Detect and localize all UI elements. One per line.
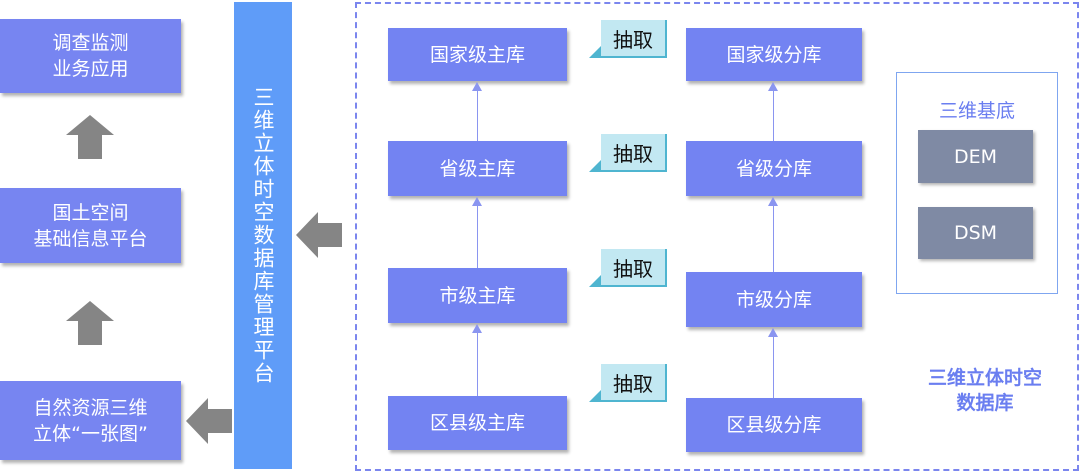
dsm-box: DSM — [918, 207, 1033, 259]
platform-bar: 三维立体时空数据库管理平台 — [234, 2, 292, 469]
database-title: 三维立体时空 数据库 — [927, 367, 1042, 414]
city-sub-library: 市级分库 — [686, 272, 862, 327]
dem-box: DEM — [918, 130, 1033, 183]
survey-monitoring-app-box: 调查监测 业务应用 — [0, 19, 181, 93]
extract-callout: 抽取 — [589, 134, 667, 172]
spatial-info-platform-box: 国土空间 基础信息平台 — [0, 188, 181, 263]
left-arrow-icon — [186, 398, 232, 444]
city-main-library: 市级主库 — [388, 268, 567, 323]
national-sub-library: 国家级分库 — [686, 28, 862, 81]
extract-callout: 抽取 — [589, 364, 667, 402]
left-arrow-icon — [296, 212, 342, 258]
county-main-library: 区县级主库 — [388, 396, 567, 450]
3d-base-title: 三维基底 — [938, 100, 1015, 122]
national-main-library: 国家级主库 — [388, 28, 567, 81]
extract-callout: 抽取 — [589, 20, 667, 58]
provincial-main-library: 省级主库 — [388, 141, 567, 196]
database-frame — [355, 2, 1079, 471]
extract-callout: 抽取 — [589, 249, 667, 287]
3d-base-panel — [896, 72, 1058, 294]
provincial-sub-library: 省级分库 — [686, 141, 862, 196]
3d-one-map-box: 自然资源三维 立体“一张图” — [0, 381, 181, 460]
county-sub-library: 区县级分库 — [686, 398, 862, 452]
